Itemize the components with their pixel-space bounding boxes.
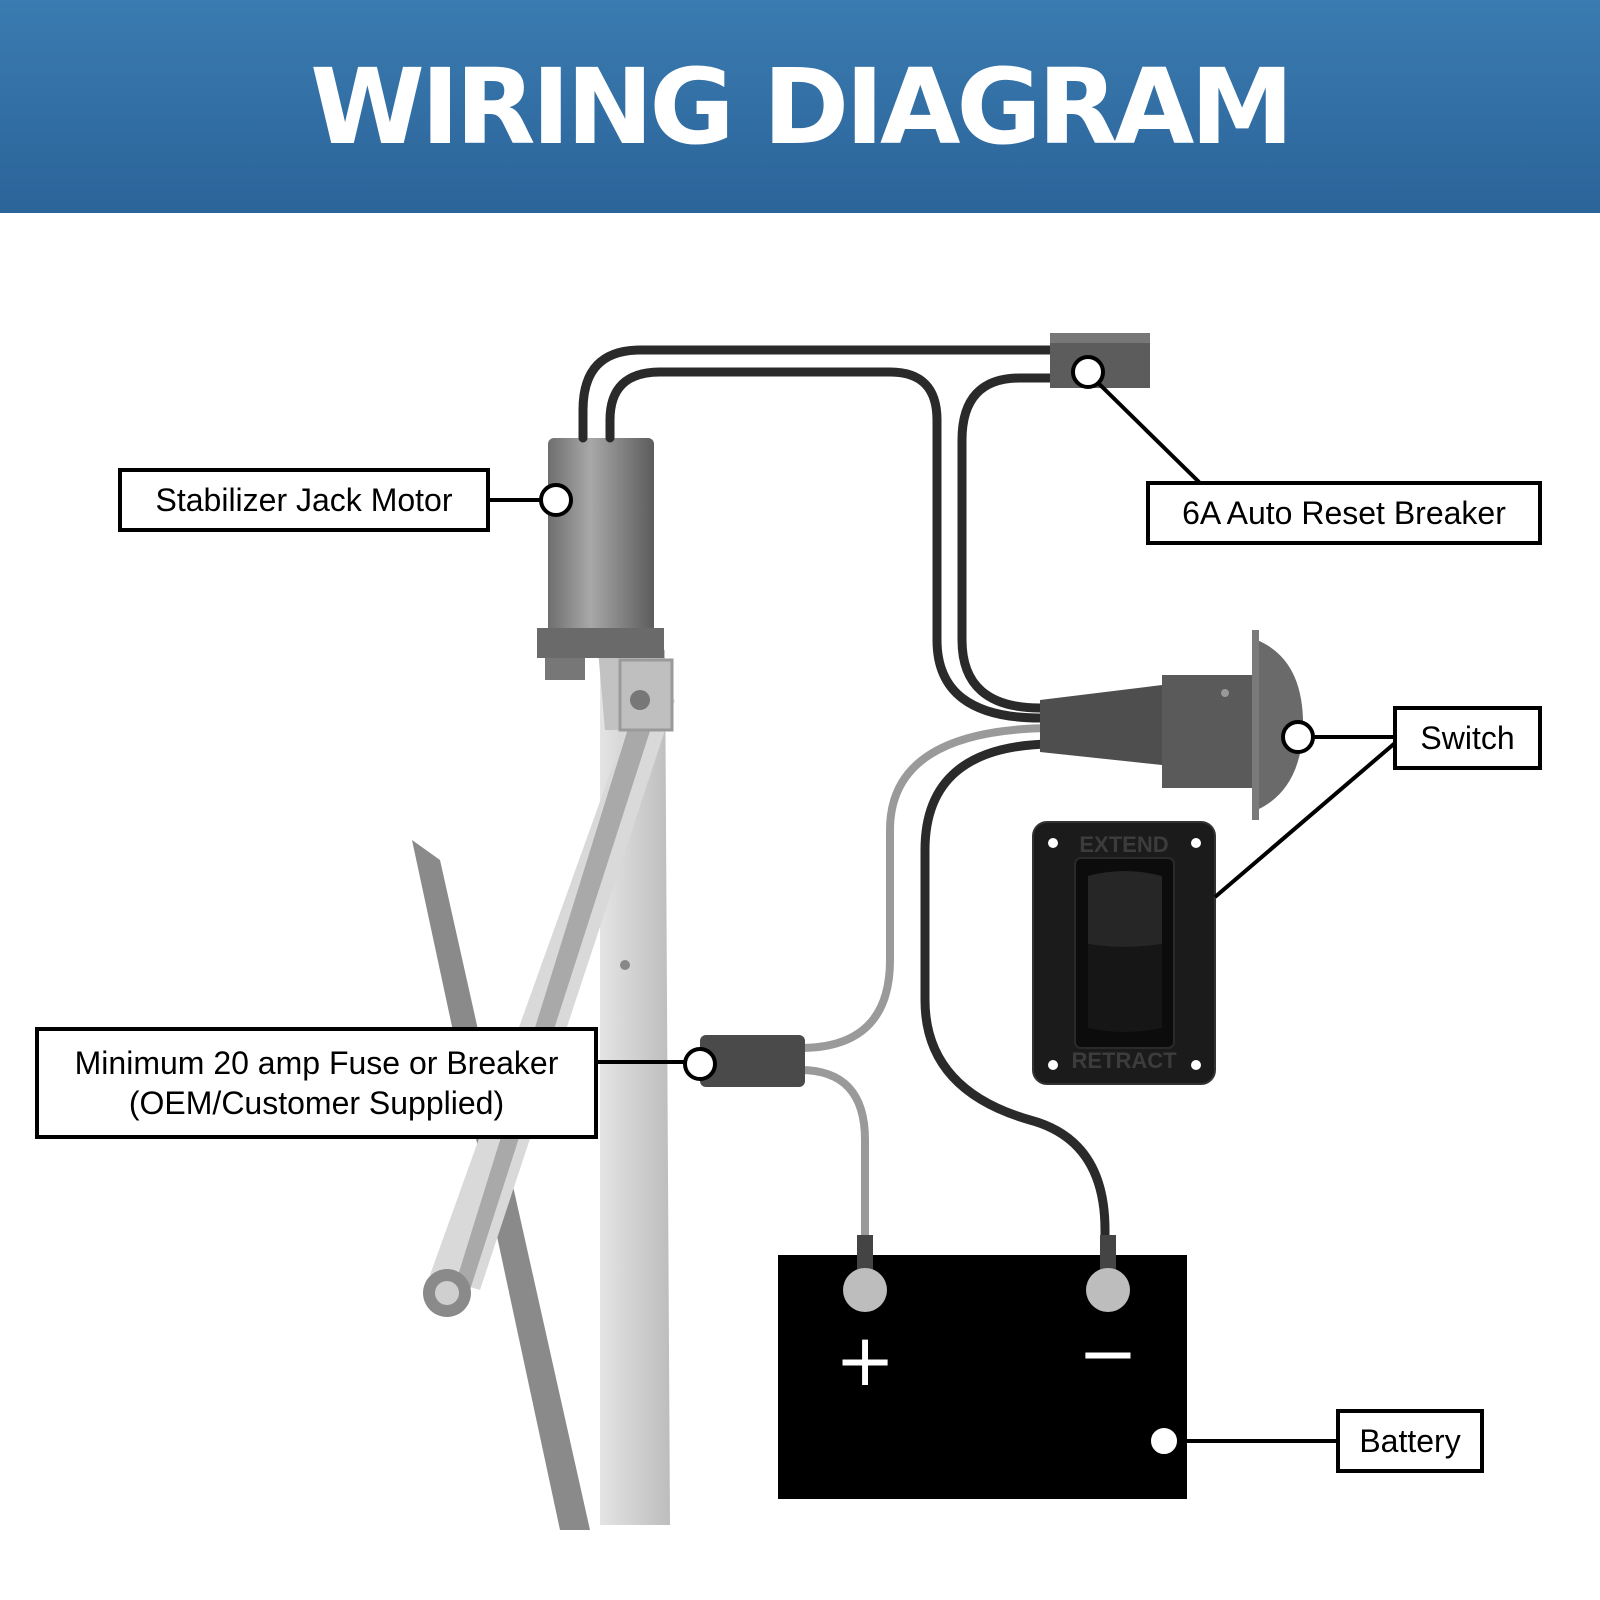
battery-positive-terminal: [843, 1268, 887, 1312]
switch-retract-text: RETRACT: [1071, 1048, 1177, 1073]
switch-extend-text: EXTEND: [1079, 832, 1168, 857]
fuse-label-line1: Minimum 20 amp Fuse or Breaker: [74, 1045, 559, 1081]
rocker-switch-panel: EXTEND RETRACT: [1032, 821, 1216, 1085]
fuse-label: Minimum 20 amp Fuse or Breaker (OEM/Cust…: [35, 1027, 598, 1139]
page-title: WIRING DIAGRAM: [310, 45, 1294, 168]
battery-negative-terminal: [1086, 1268, 1130, 1312]
fuse-callout-dot: [683, 1047, 717, 1081]
switch-label-text: Switch: [1420, 720, 1515, 756]
jack-frame: [412, 650, 675, 1530]
battery-plus-sign: +: [835, 1318, 895, 1402]
battery-callout-dot: [1147, 1424, 1181, 1458]
motor-callout-dot: [539, 483, 573, 517]
callout-lines: [490, 371, 1397, 1443]
breaker-label-text: 6A Auto Reset Breaker: [1182, 495, 1506, 531]
motor-label: Stabilizer Jack Motor: [118, 468, 490, 532]
breaker-callout-dot: [1071, 355, 1105, 389]
motor-label-text: Stabilizer Jack Motor: [155, 482, 453, 518]
wires: [578, 345, 1110, 1260]
header-banner: WIRING DIAGRAM: [0, 0, 1600, 213]
battery-label-text: Battery: [1359, 1423, 1461, 1459]
fuse-holder: [700, 1035, 805, 1087]
breaker-label: 6A Auto Reset Breaker: [1146, 481, 1542, 545]
switch-label: Switch: [1393, 706, 1542, 770]
fuse-label-line2: (OEM/Customer Supplied): [128, 1085, 505, 1121]
switch-side-view: [1040, 630, 1304, 820]
callout-dots: [539, 355, 1315, 1458]
motor: [537, 438, 664, 680]
battery-label: Battery: [1336, 1409, 1484, 1473]
switch-callout-dot: [1281, 720, 1315, 754]
battery-minus-sign: −: [1078, 1311, 1138, 1395]
battery: + −: [778, 1235, 1187, 1499]
